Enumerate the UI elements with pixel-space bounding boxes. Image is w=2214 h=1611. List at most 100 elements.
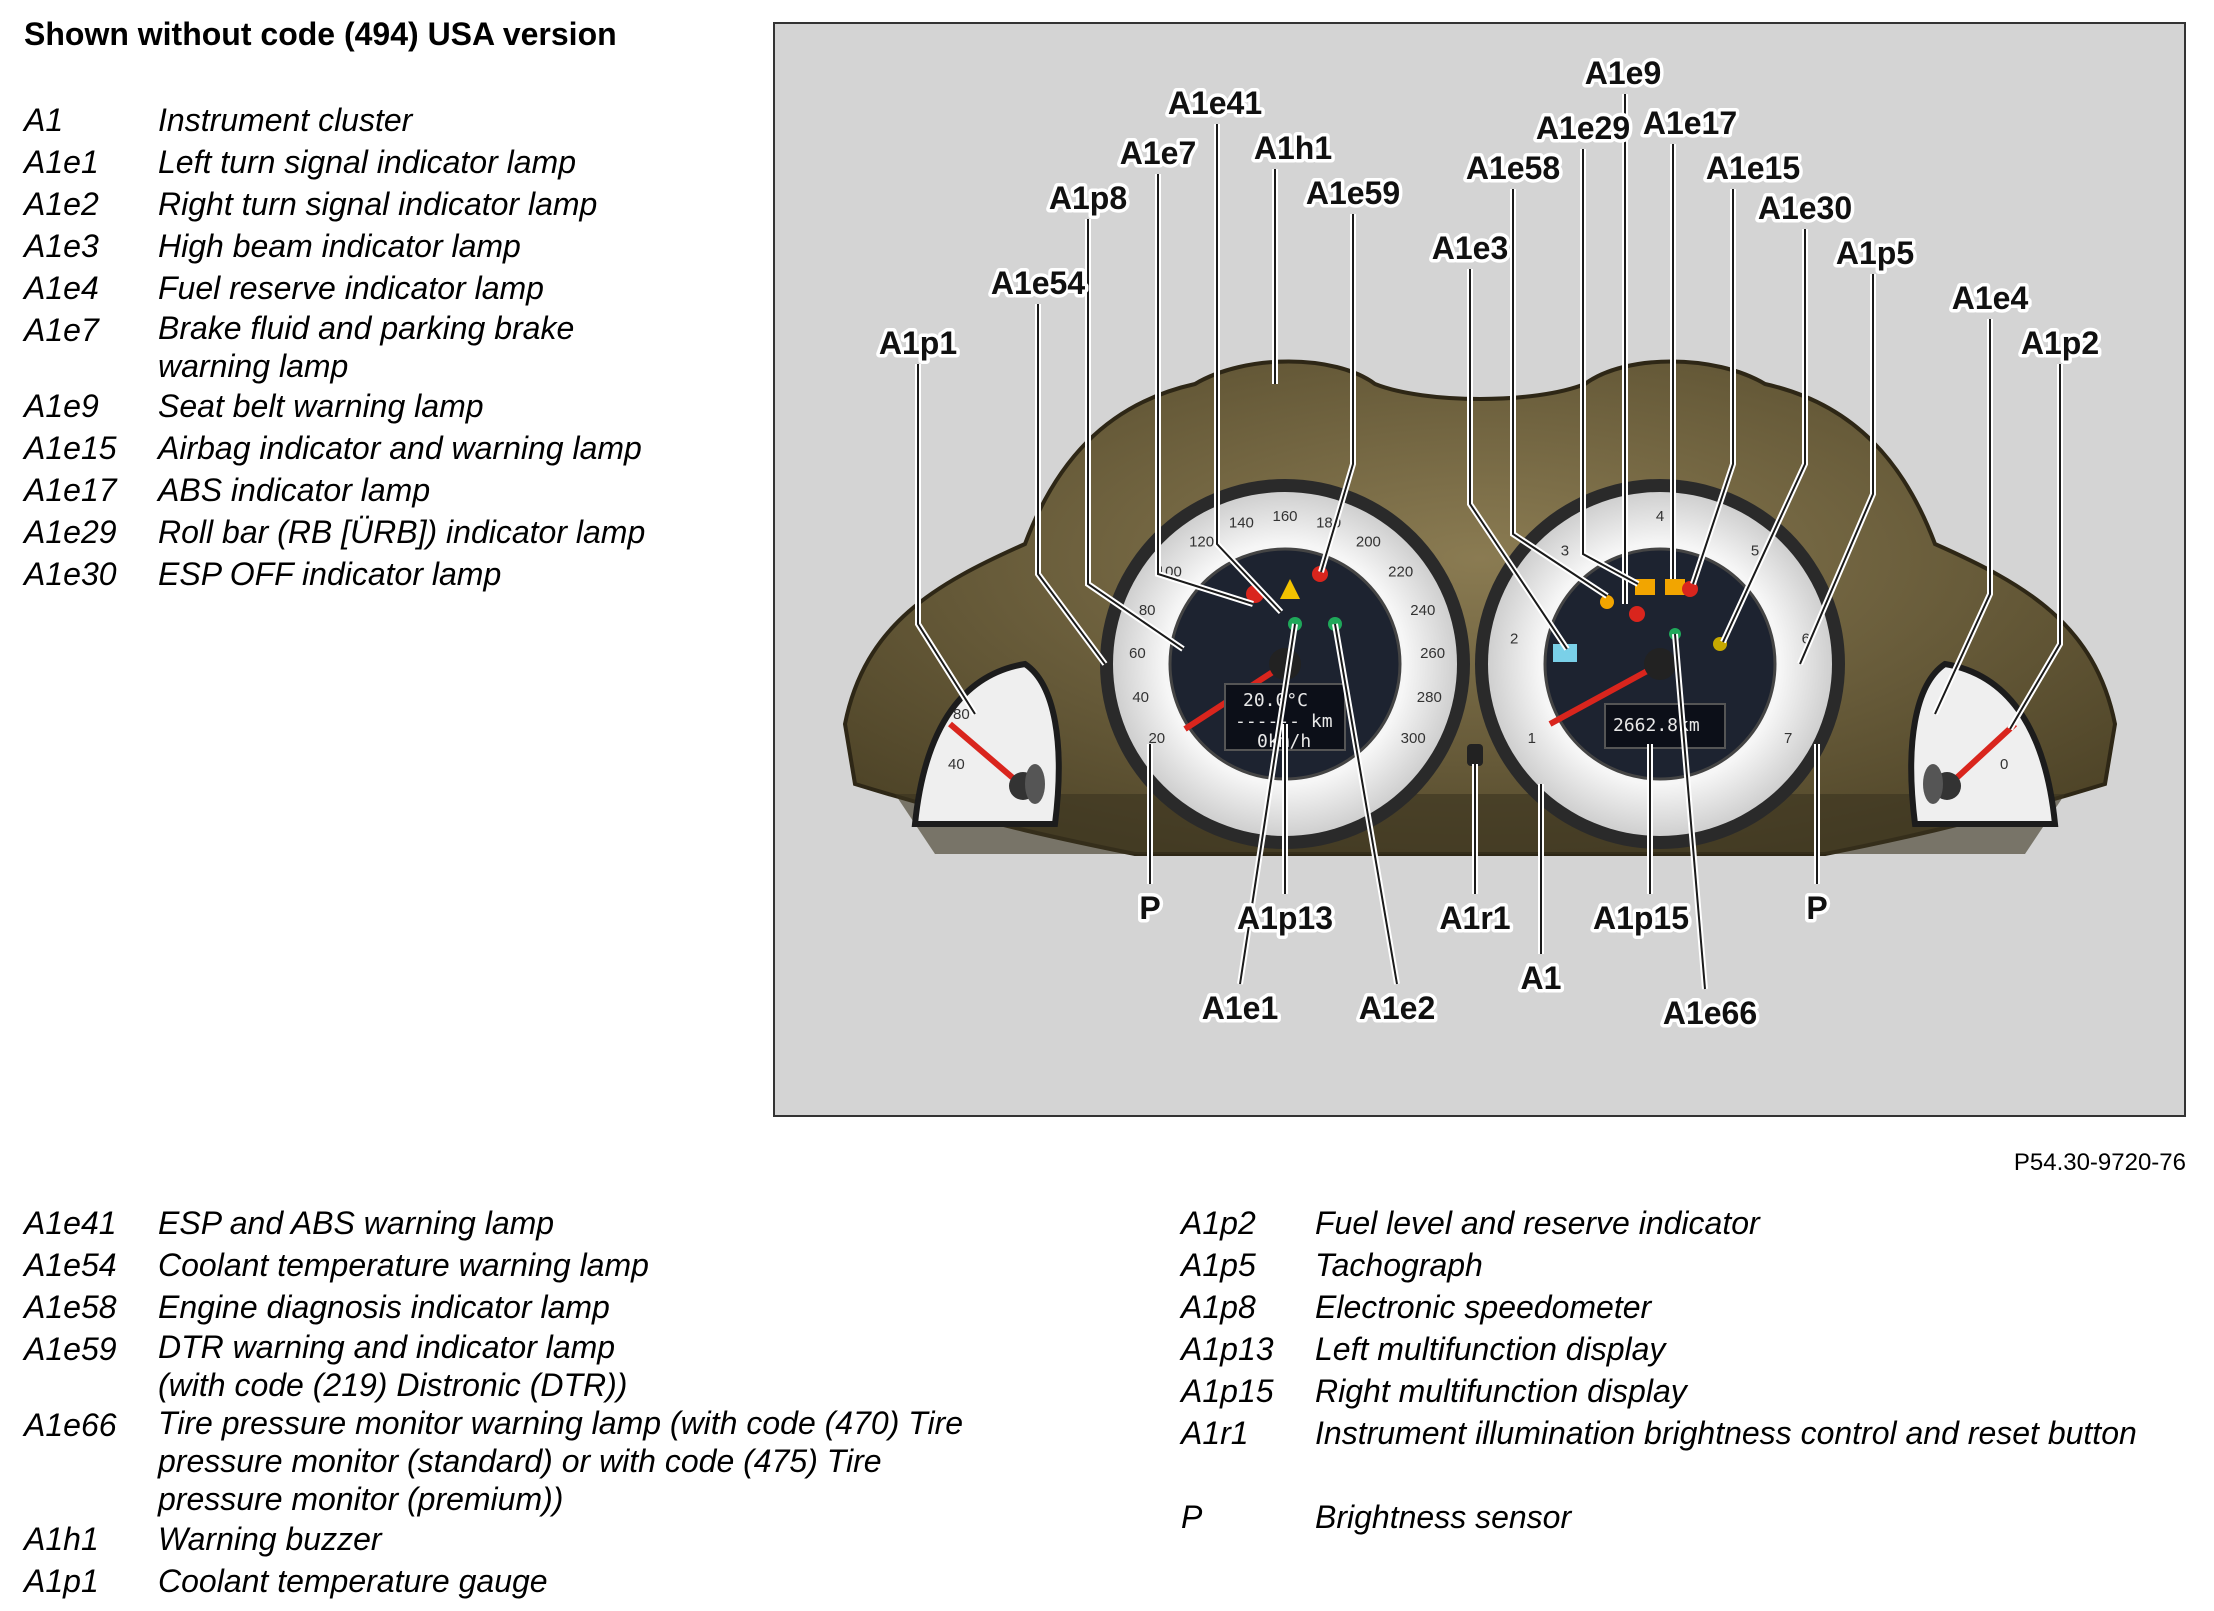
- legend-code: A1e15: [24, 430, 117, 466]
- callout-a1p8: A1p8: [1049, 180, 1127, 216]
- legend-item: A1e9 Seat belt warning lamp: [24, 385, 744, 427]
- callout-a1e4: A1e4: [1952, 280, 2029, 316]
- dial-number: 20: [1148, 730, 1165, 747]
- legend-item: A1 Instrument cluster: [24, 99, 744, 141]
- legend-code: A1e1: [24, 144, 99, 180]
- callout-p-right: P: [1806, 890, 1827, 926]
- legend-code: A1e17: [24, 472, 117, 508]
- dial-number: 260: [1420, 645, 1445, 662]
- callout-a1p13: A1p13: [1237, 900, 1333, 936]
- legend-item: A1e17 ABS indicator lamp: [24, 469, 744, 511]
- dial-number: 140: [1229, 515, 1254, 532]
- dial-number: 160: [1272, 508, 1297, 525]
- legend-desc-line: pressure monitor (standard) or with code…: [158, 1443, 882, 1479]
- callout-a1h1: A1h1: [1254, 130, 1332, 166]
- callout-a1e58: A1e58: [1466, 150, 1560, 186]
- callout-a1p1: A1p1: [879, 325, 957, 361]
- legend-code: A1e3: [24, 228, 99, 264]
- callout-a1p2: A1p2: [2021, 325, 2099, 361]
- legend-desc: Left multifunction display: [1315, 1331, 1666, 1367]
- legend-desc: Coolant temperature gauge: [158, 1563, 548, 1599]
- dial-number: 6: [1802, 630, 1810, 647]
- legend-code: A1e7: [24, 312, 99, 348]
- legend-desc: ABS indicator lamp: [158, 472, 431, 508]
- legend-code: A1p2: [1181, 1205, 1256, 1241]
- legend-desc: Tire pressure monitor warning lamp (with…: [158, 1404, 1024, 1518]
- legend-code: A1e41: [24, 1205, 117, 1241]
- legend-desc: Engine diagnosis indicator lamp: [158, 1289, 610, 1325]
- callout-a1e15: A1e15: [1706, 150, 1800, 186]
- page-title: Shown without code (494) USA version: [24, 16, 617, 52]
- dial-number: 7: [1784, 730, 1792, 747]
- legend-item: A1p1 Coolant temperature gauge: [24, 1560, 1024, 1602]
- callout-a1e2: A1e2: [1359, 990, 1436, 1026]
- legend-code: A1e66: [24, 1407, 117, 1443]
- dial-number: 2: [1510, 630, 1518, 647]
- dial-number: 220: [1388, 564, 1413, 581]
- callout-a1e66: A1e66: [1663, 995, 1757, 1031]
- legend-code: A1p5: [1181, 1247, 1256, 1283]
- legend-desc: Fuel reserve indicator lamp: [158, 270, 544, 306]
- callout-a1e17: A1e17: [1643, 105, 1737, 141]
- callout-labels: A1e41 A1h1 A1e7 A1p8 A1e59 A1e54 A1p1 A1…: [875, 52, 2102, 1035]
- callout-a1r1: A1r1: [1439, 900, 1510, 936]
- callout-a1e41: A1e41: [1168, 85, 1262, 121]
- legend-code: A1r1: [1181, 1415, 1249, 1451]
- legend-item: A1e4 Fuel reserve indicator lamp: [24, 267, 744, 309]
- legend-code: A1e58: [24, 1289, 117, 1325]
- legend-item: A1e2 Right turn signal indicator lamp: [24, 183, 744, 225]
- legend-item: A1r1 Instrument illumination brightness c…: [1181, 1412, 2201, 1454]
- legend-code: A1e9: [24, 388, 99, 424]
- dial-number: 80: [1139, 602, 1156, 619]
- dial-number: 60: [1129, 645, 1146, 662]
- legend-desc-line: pressure monitor (premium)): [158, 1481, 564, 1517]
- legend-desc: Seat belt warning lamp: [158, 388, 484, 424]
- right-display-odometer: 2662.8km: [1613, 715, 1700, 736]
- fuel-level-gauge: 0: [1908, 660, 2059, 827]
- legend-code: A1e4: [24, 270, 99, 306]
- legend-desc: Warning buzzer: [158, 1521, 382, 1557]
- left-display-distance: ------ km: [1235, 711, 1333, 732]
- legend-desc: Instrument cluster: [158, 102, 413, 138]
- legend-code: A1p1: [24, 1563, 99, 1599]
- left-brightness-sensor: [1025, 764, 1045, 804]
- legend-code: A1e2: [24, 186, 99, 222]
- legend-code: P: [1181, 1499, 1203, 1535]
- legend-code: A1: [24, 102, 64, 138]
- legend-desc: Right turn signal indicator lamp: [158, 186, 598, 222]
- seat-belt-lamp: [1629, 606, 1645, 622]
- roll-bar-lamp: [1635, 579, 1655, 595]
- legend-desc: Roll bar (RB [ÜRB]) indicator lamp: [158, 514, 646, 550]
- dial-number: 200: [1356, 534, 1381, 551]
- esp-abs-warning-lamp: [1280, 579, 1300, 599]
- legend-desc: ESP OFF indicator lamp: [158, 556, 502, 592]
- legend-desc: Right multifunction display: [1315, 1373, 1687, 1409]
- figure-code: P54.30-9720-76: [2013, 1149, 2186, 1176]
- callout-a1p15: A1p15: [1593, 900, 1689, 936]
- cluster-housing-bottom: [895, 794, 2065, 854]
- legend-desc: Instrument illumination brightness contr…: [1315, 1415, 2137, 1451]
- instrument-cluster-illustration: 40 80 0 20.0°C ------ km 0km/h 204060801…: [842, 52, 2118, 1035]
- callout-a1e30: A1e30: [1758, 190, 1852, 226]
- callout-a1p5: A1p5: [1836, 235, 1914, 271]
- legend-desc: Fuel level and reserve indicator: [1315, 1205, 1760, 1241]
- callout-a1e1: A1e1: [1202, 990, 1279, 1026]
- legend-code: A1e59: [24, 1331, 117, 1367]
- callout-a1e29: A1e29: [1536, 110, 1630, 146]
- callout-a1e59: A1e59: [1306, 175, 1400, 211]
- legend-desc: Brightness sensor: [1315, 1499, 1572, 1535]
- legend-item: A1p2 Fuel level and reserve indicator: [1181, 1202, 2201, 1244]
- svg-text:0: 0: [2000, 756, 2008, 773]
